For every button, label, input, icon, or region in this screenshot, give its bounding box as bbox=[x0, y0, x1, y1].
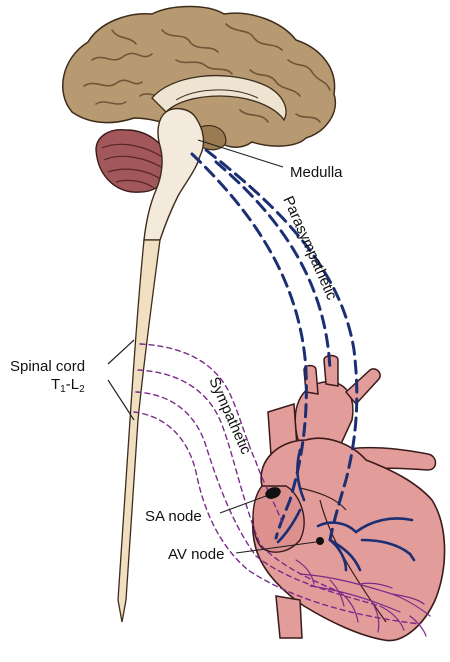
great-vessel-3 bbox=[344, 368, 381, 406]
av-node-label: AV node bbox=[168, 546, 225, 563]
sa-node-label: SA node bbox=[145, 508, 202, 525]
spinal-cord bbox=[117, 239, 161, 623]
medulla-leader bbox=[197, 139, 284, 168]
parasympathetic-nerves bbox=[190, 148, 359, 542]
av-node-marker bbox=[316, 537, 324, 545]
sa-node-leader bbox=[219, 495, 267, 514]
sympathetic-branches bbox=[295, 559, 431, 637]
aortic-arch bbox=[294, 381, 354, 447]
corpus-callosum bbox=[151, 74, 287, 122]
brainstem bbox=[143, 107, 205, 241]
av-node-leader bbox=[235, 541, 317, 554]
right-atrium bbox=[252, 485, 305, 553]
great-vessel-2 bbox=[323, 354, 339, 387]
spinal-segment-label: T1-L2 bbox=[51, 376, 85, 395]
parasympathetic-branches bbox=[276, 448, 416, 572]
brain bbox=[62, 5, 337, 241]
inferior-vena-cava bbox=[275, 595, 303, 639]
cortex-sulci bbox=[83, 23, 331, 123]
spinal-cord-bracket bbox=[107, 339, 135, 421]
medulla-label: Medulla bbox=[290, 164, 343, 181]
sa-node-marker bbox=[265, 487, 281, 499]
spinal-cord-label: Spinal cord bbox=[10, 358, 86, 375]
